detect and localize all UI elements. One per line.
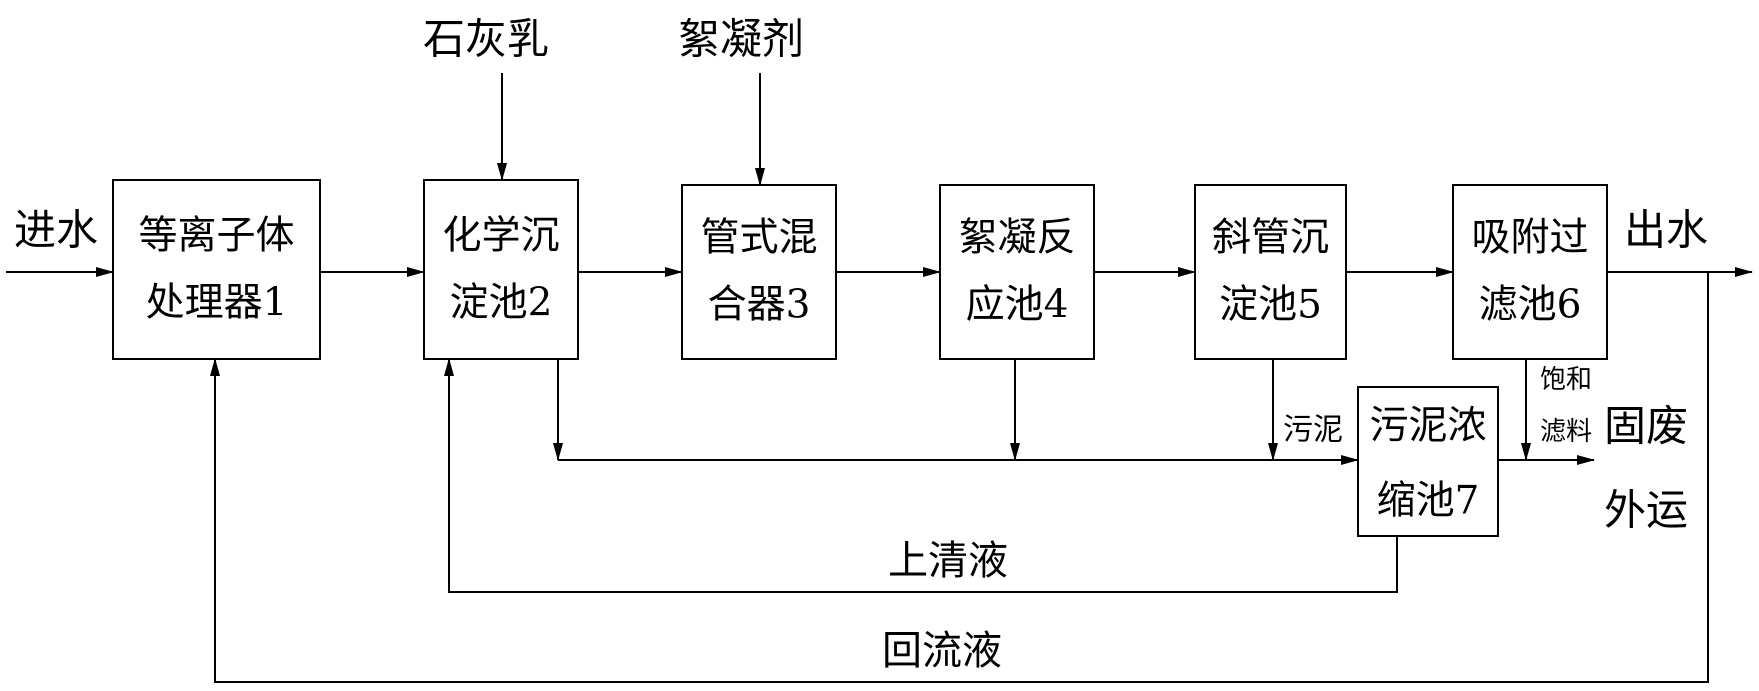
unit-box: [1452, 184, 1608, 360]
unit-label-line: 絮凝反: [958, 216, 1075, 261]
unit-label-line: 淀池5: [1219, 283, 1322, 328]
unit-plasma-processor: 等离子体 处理器1: [112, 179, 321, 360]
inlet-label: 进水: [14, 206, 98, 255]
unit-label-line: 吸附过: [1471, 216, 1588, 261]
saturated-media-label-line: 饱和: [1540, 365, 1592, 395]
unit-box: [1194, 184, 1347, 360]
unit-label-line: 等离子体: [138, 214, 294, 259]
reflux-return-arrow: [210, 272, 1709, 683]
supernatant-label: 上清液: [888, 538, 1008, 584]
unit-adsorption-filter: 吸附过 滤池6: [1452, 184, 1608, 360]
unit-box: [423, 179, 579, 360]
return-liquid-label: 回流液: [882, 628, 1002, 674]
unit-inclined-tube-settler: 斜管沉 淀池5: [1194, 184, 1347, 360]
unit-sludge-thickener: 污泥浓 缩池7: [1357, 386, 1499, 537]
outlet-label: 出水: [1624, 206, 1708, 255]
unit-label-line: 化学沉: [442, 214, 559, 259]
unit-label-line: 处理器1: [146, 281, 288, 326]
solid-waste-label-line: 外运: [1604, 486, 1688, 535]
unit-box: [681, 184, 837, 360]
unit-label-line: 污泥浓: [1369, 404, 1486, 449]
unit-label-line: 滤池6: [1479, 283, 1582, 328]
unit-box: [939, 184, 1095, 360]
unit-label-line: 淀池2: [450, 281, 553, 326]
saturated-media-label-line: 滤料: [1540, 417, 1592, 447]
unit-box: [112, 179, 321, 360]
unit-label-line: 斜管沉: [1212, 216, 1329, 261]
sludge-label: 污泥: [1283, 413, 1343, 448]
solid-waste-label-line: 固废: [1604, 402, 1688, 451]
unit-label-line: 缩池7: [1377, 479, 1480, 524]
supernatant-return-arrow: [444, 358, 1398, 593]
unit-pipe-mixer: 管式混 合器3: [681, 184, 837, 360]
unit-label-line: 应池4: [966, 283, 1069, 328]
unit-label-line: 合器3: [708, 283, 811, 328]
unit-chemical-precipitation-tank: 化学沉 淀池2: [423, 179, 579, 360]
unit-box: [1357, 386, 1499, 537]
unit-label-line: 管式混: [700, 216, 817, 261]
flocculant-label: 絮凝剂: [678, 15, 804, 64]
lime-milk-label: 石灰乳: [423, 15, 549, 64]
unit-flocculation-tank: 絮凝反 应池4: [939, 184, 1095, 360]
